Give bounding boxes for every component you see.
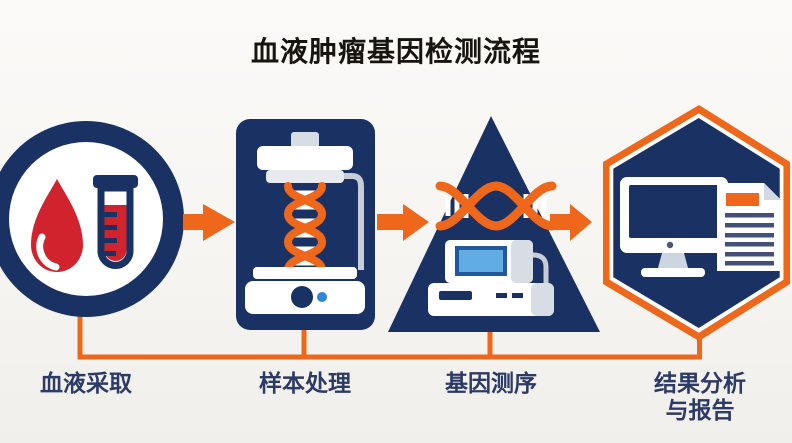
arrow-right-icon (377, 204, 429, 241)
dna-extraction-machine-icon (245, 132, 365, 314)
test-tube-icon (93, 175, 138, 269)
step-label-result-analysis-line2: 与报告 (665, 397, 735, 423)
blood-drop-icon (31, 179, 83, 272)
dna-strand-icon (435, 181, 557, 231)
step-label-result-analysis-line1: 结果分析 (654, 370, 746, 396)
report-document-icon (717, 183, 781, 271)
arrow-right-icon (183, 204, 235, 241)
computer-monitor-icon (620, 177, 728, 277)
step-rounded-rect-shape (236, 119, 375, 330)
arrow-right-icon (550, 204, 592, 241)
step-label-blood-collection: 血液采取 (40, 370, 132, 396)
step-circle-shape (0, 121, 184, 317)
step-label-sample-processing: 样本处理 (259, 370, 351, 396)
page-title: 血液肿瘤基因检测流程 (250, 36, 541, 67)
sequencer-icon (428, 240, 554, 316)
step-hexagon-shape (603, 105, 790, 341)
step-triangle-shape (388, 116, 600, 332)
step-label-result-analysis: 结果分析 与报告 (654, 370, 746, 424)
step-label-gene-sequencing: 基因测序 (445, 370, 537, 396)
